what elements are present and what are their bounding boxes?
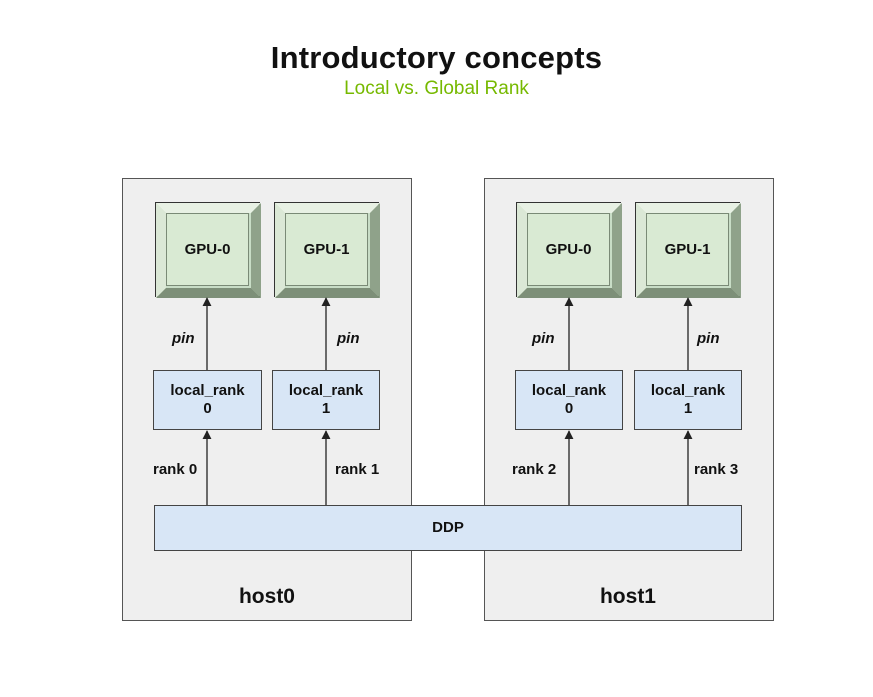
local-rank-value: 1 xyxy=(683,400,693,417)
ddp-bar: DDP xyxy=(154,505,742,551)
rank-label: rank 0 xyxy=(153,461,198,478)
gpu-label: GPU-1 xyxy=(646,213,729,286)
gpu-label: GPU-0 xyxy=(166,213,249,286)
pin-label: pin xyxy=(697,330,720,347)
local-rank-box: local_rank 1 xyxy=(634,370,742,430)
rank-label: rank 2 xyxy=(512,461,557,478)
local-rank-value: 0 xyxy=(203,400,212,417)
gpu-block: GPU-0 xyxy=(516,202,622,298)
local-rank-box: local_rank 0 xyxy=(515,370,623,430)
gpu-label: GPU-0 xyxy=(527,213,610,286)
gpu-bevel xyxy=(156,203,261,298)
rank-label: rank 1 xyxy=(335,461,380,478)
gpu-block: GPU-1 xyxy=(635,202,741,298)
local-rank-value: 0 xyxy=(564,400,574,417)
host1-label: host1 xyxy=(599,585,656,608)
local-rank-value: 1 xyxy=(321,400,331,417)
rank-label: rank 3 xyxy=(694,461,739,478)
gpu-block: GPU-0 xyxy=(155,202,261,298)
local-rank-label: local_rank xyxy=(288,382,364,399)
ddp-label: DDP xyxy=(432,519,464,536)
pin-label: pin xyxy=(532,330,555,347)
local-rank-label: local_rank xyxy=(531,382,607,399)
gpu-bevel xyxy=(636,203,741,298)
host0-label: host0 xyxy=(238,585,295,608)
local-rank-box: local_rank 0 xyxy=(153,370,262,430)
gpu-bevel xyxy=(275,203,380,298)
pin-label: pin xyxy=(172,330,195,347)
local-rank-label: local_rank xyxy=(650,382,726,399)
slide-subtitle: Local vs. Global Rank xyxy=(344,78,529,99)
gpu-bevel xyxy=(517,203,622,298)
local-rank-label: local_rank xyxy=(170,382,245,399)
slide-title: Introductory concepts xyxy=(270,40,603,75)
pin-label: pin xyxy=(337,330,360,347)
local-rank-box: local_rank 1 xyxy=(272,370,380,430)
gpu-block: GPU-1 xyxy=(274,202,380,298)
gpu-label: GPU-1 xyxy=(285,213,368,286)
